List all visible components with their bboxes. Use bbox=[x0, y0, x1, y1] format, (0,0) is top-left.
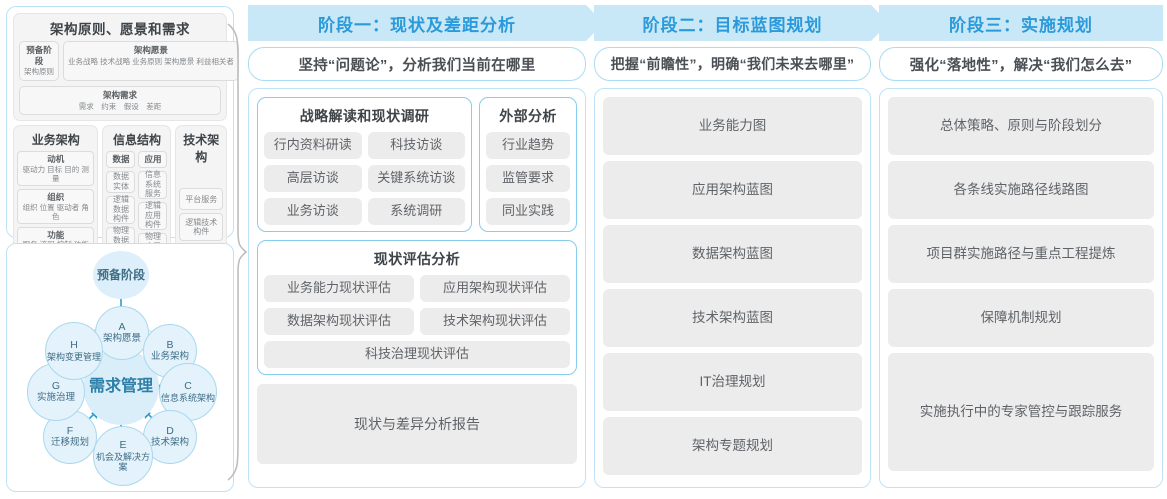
brace-connector-icon bbox=[227, 23, 248, 481]
leaf-organization: 组织 组织 位置 驱动者 角色 bbox=[17, 189, 95, 225]
item-pill[interactable]: 高层访谈 bbox=[264, 165, 362, 192]
stage-3-subtitle: 强化“落地性”，解决“我们怎么去” bbox=[879, 47, 1163, 81]
togaf-content-framework-panel: 架构原则、愿景和需求 预备阶段 架构原则 架构愿景 业务战略 技术战略 业务原则… bbox=[6, 6, 239, 321]
togaf-box-sub: 需求 约束 假设 差距 bbox=[78, 101, 162, 111]
togaf-box-sub: 业务战略 技术战略 业务原则 架构愿景 利益相关者 bbox=[68, 56, 234, 66]
togaf-box-architecture-requirements: 架构需求 需求 约束 假设 差距 bbox=[19, 86, 221, 116]
item-pill[interactable]: 实施执行中的专家管控与跟踪服务 bbox=[888, 353, 1154, 471]
item-pill[interactable]: 总体策略、原则与阶段划分 bbox=[888, 97, 1154, 155]
stage-3-title: 阶段三：实施规划 bbox=[949, 15, 1093, 35]
subcolumn-head-application: 应用 bbox=[138, 151, 168, 168]
leaf-motivation: 动机 驱动力 目标 目的 测量 bbox=[17, 151, 95, 187]
leaf-item: 信息系统服务 bbox=[138, 170, 168, 199]
adm-cycle-panel: 需求管理 预备阶段 A 架构愿景 B 业务架构 C 信息系统架构 D 技术架构 … bbox=[6, 243, 234, 492]
assessment-items: 业务能力现状评估 应用架构现状评估 数据架构现状评估 技术架构现状评估 科技治理… bbox=[264, 275, 570, 368]
item-pill[interactable]: 数据架构蓝图 bbox=[603, 225, 862, 283]
external-analysis-items: 行业趋势 监管要求 同业实践 bbox=[486, 132, 570, 225]
item-pill[interactable]: 数据架构现状评估 bbox=[264, 308, 414, 335]
stage-1-body: 战略解读和现状调研 行内资料研读 科技访谈 高层访谈 关键系统访谈 业务访谈 系… bbox=[248, 88, 586, 488]
stage-2-header: 阶段二：目标蓝图规划 bbox=[594, 5, 889, 41]
item-pill[interactable]: 关键系统访谈 bbox=[367, 165, 465, 192]
item-pill[interactable]: 技术架构现状评估 bbox=[420, 308, 570, 335]
adm-node-a: A 架构愿景 bbox=[95, 306, 149, 360]
togaf-box-sub: 架构原则 bbox=[24, 67, 54, 77]
stage-2-body: 业务能力图 应用架构蓝图 数据架构蓝图 技术架构蓝图 IT治理规划 架构专题规划 bbox=[594, 88, 871, 488]
stage-2-title: 阶段二：目标蓝图规划 bbox=[642, 15, 823, 35]
stage-3-items: 总体策略、原则与阶段划分 各条线实施路径线路图 项目群实施路径与重点工程提炼 保… bbox=[888, 97, 1154, 471]
column-head: 技术架构 bbox=[183, 133, 220, 165]
item-pill[interactable]: 各条线实施路径线路图 bbox=[888, 161, 1154, 219]
item-pill[interactable]: 行业趋势 bbox=[486, 132, 570, 159]
left-column: 架构原则、愿景和需求 预备阶段 架构原则 架构愿景 业务战略 技术战略 业务原则… bbox=[6, 6, 239, 492]
leaf-item: 逻辑数据构件 bbox=[106, 195, 136, 224]
item-pill[interactable]: 业务访谈 bbox=[264, 198, 362, 225]
stage-1-subtitle: 坚持“问题论”，分析我们当前在哪里 bbox=[248, 47, 586, 81]
stage-2: 阶段二：目标蓝图规划 把握“前瞻性”，明确“我们未来去哪里” 业务能力图 应用架… bbox=[594, 5, 889, 494]
stage-3-header-bg bbox=[879, 5, 1163, 41]
card-title: 现状评估分析 bbox=[373, 251, 461, 267]
item-pill[interactable]: 监管要求 bbox=[486, 165, 570, 192]
item-pill[interactable]: IT治理规划 bbox=[603, 353, 862, 411]
item-pill[interactable]: 系统调研 bbox=[367, 198, 465, 225]
item-pill[interactable]: 业务能力现状评估 bbox=[264, 275, 414, 302]
adm-node-preliminary: 预备阶段 bbox=[93, 251, 149, 299]
togaf-box-head: 架构需求 bbox=[102, 90, 137, 100]
stage-3: 阶段三：实施规划 强化“落地性”，解决“我们怎么去” 总体策略、原则与阶段划分 … bbox=[879, 5, 1163, 494]
item-pill[interactable]: 架构专题规划 bbox=[603, 417, 862, 475]
togaf-row-2: 架构需求 需求 约束 假设 差距 bbox=[14, 86, 226, 120]
stage-1-title: 阶段一：现状及差距分析 bbox=[318, 15, 516, 35]
stage-1: 阶段一：现状及差距分析 坚持“问题论”，分析我们当前在哪里 战略解读和现状调研 … bbox=[248, 5, 604, 494]
item-pill[interactable]: 同业实践 bbox=[486, 198, 570, 225]
card-title: 战略解读和现状调研 bbox=[299, 108, 430, 124]
subcolumn-head-data: 数据 bbox=[106, 151, 136, 168]
togaf-box-preliminary: 预备阶段 架构原则 bbox=[19, 41, 59, 81]
item-pill[interactable]: 技术架构蓝图 bbox=[603, 289, 862, 347]
togaf-framework-title: 架构原则、愿景和需求 bbox=[50, 22, 190, 37]
leaf-item: 数据实体 bbox=[106, 170, 136, 193]
card-current-state-assessment: 现状评估分析 业务能力现状评估 应用架构现状评估 数据架构现状评估 技术架构现状… bbox=[257, 240, 577, 375]
togaf-box-architecture-vision: 架构愿景 业务战略 技术战略 业务原则 架构愿景 利益相关者 bbox=[63, 41, 239, 81]
leaf-item: 逻辑技术构件 bbox=[179, 213, 223, 242]
column-head: 业务架构 bbox=[31, 133, 80, 148]
item-pill[interactable]: 科技治理现状评估 bbox=[264, 341, 570, 368]
card-strategy-research: 战略解读和现状调研 行内资料研读 科技访谈 高层访谈 关键系统访谈 业务访谈 系… bbox=[257, 97, 472, 232]
card-external-analysis: 外部分析 行业趋势 监管要求 同业实践 bbox=[479, 97, 577, 232]
togaf-box-head: 预备阶段 bbox=[26, 45, 52, 66]
stage-2-items: 业务能力图 应用架构蓝图 数据架构蓝图 技术架构蓝图 IT治理规划 架构专题规划 bbox=[603, 97, 862, 475]
stage-1-header-bg bbox=[248, 5, 586, 41]
stage-2-header-bg bbox=[594, 5, 871, 41]
stage-1-header: 阶段一：现状及差距分析 bbox=[248, 5, 604, 41]
item-pill[interactable]: 业务能力图 bbox=[603, 97, 862, 155]
stage-2-subtitle: 把握“前瞻性”，明确“我们未来去哪里” bbox=[594, 47, 871, 81]
principles-vision-requirements-card: 架构原则、愿景和需求 预备阶段 架构原则 架构愿景 业务战略 技术战略 业务原则… bbox=[13, 13, 239, 122]
stage-3-body: 总体策略、原则与阶段划分 各条线实施路径线路图 项目群实施路径与重点工程提炼 保… bbox=[879, 88, 1163, 488]
adm-node-e: E 机会及解决方案 bbox=[93, 426, 153, 486]
card-title: 外部分析 bbox=[499, 108, 557, 124]
item-pill[interactable]: 应用架构现状评估 bbox=[420, 275, 570, 302]
item-pill[interactable]: 应用架构蓝图 bbox=[603, 161, 862, 219]
column-head: 信息结构 bbox=[112, 133, 161, 148]
item-pill[interactable]: 保障机制规划 bbox=[888, 289, 1154, 347]
leaf-item: 逻辑应用构件 bbox=[138, 201, 168, 230]
item-pill[interactable]: 项目群实施路径与重点工程提炼 bbox=[888, 225, 1154, 283]
adm-node-h: H 架构变更管理 bbox=[45, 322, 103, 380]
strategy-research-items: 行内资料研读 科技访谈 高层访谈 关键系统访谈 业务访谈 系统调研 bbox=[264, 132, 465, 225]
item-pill[interactable]: 科技访谈 bbox=[367, 132, 465, 159]
stage-3-header: 阶段三：实施规划 bbox=[879, 5, 1163, 41]
stage-1-report-pill[interactable]: 现状与差异分析报告 bbox=[257, 384, 577, 464]
togaf-row-1: 预备阶段 架构原则 架构愿景 业务战略 技术战略 业务原则 架构愿景 利益相关者 bbox=[14, 41, 239, 86]
stage-1-top-row: 战略解读和现状调研 行内资料研读 科技访谈 高层访谈 关键系统访谈 业务访谈 系… bbox=[257, 97, 577, 232]
item-pill[interactable]: 行内资料研读 bbox=[264, 132, 362, 159]
stages-container: 阶段一：现状及差距分析 坚持“问题论”，分析我们当前在哪里 战略解读和现状调研 … bbox=[248, 5, 1163, 494]
togaf-box-head: 架构愿景 bbox=[133, 45, 168, 55]
leaf-item: 平台服务 bbox=[179, 188, 223, 211]
